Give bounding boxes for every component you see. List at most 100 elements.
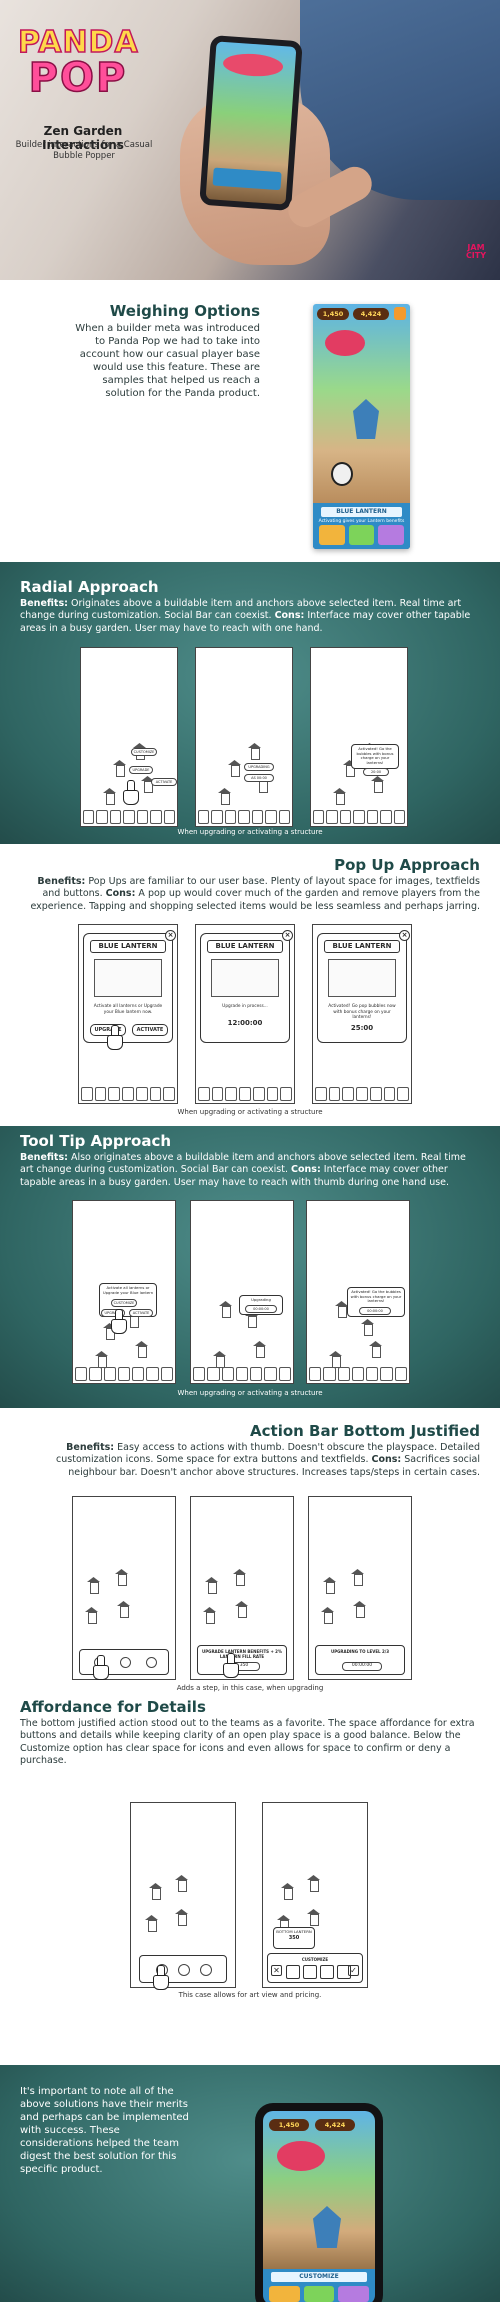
weighing-section: Weighing Options When a builder meta was…: [0, 280, 500, 562]
weighing-title: Weighing Options: [109, 302, 260, 320]
lantern-icon[interactable]: [371, 776, 384, 793]
wireframe-phone-3: Activated! Go the bubbles with bonus cha…: [310, 647, 408, 827]
action-bar: UPGRADE LANTERN BENEFITS + 2% LANTERN FI…: [197, 1645, 287, 1675]
wireframe-phone-3: Activated! Go the bubbles with bonus cha…: [306, 1200, 410, 1384]
customize-icon[interactable]: [146, 1657, 157, 1668]
lantern-icon[interactable]: [321, 1607, 334, 1624]
social-bar: [309, 1367, 407, 1381]
panda-pop-logo: PANDA POP: [17, 27, 138, 99]
upgrade-pill[interactable]: UPGRADE: [129, 766, 153, 774]
lantern-icon[interactable]: [307, 1909, 320, 1926]
upgrade-pill[interactable]: UPGRADE: [101, 1309, 125, 1317]
lantern-icon[interactable]: [115, 1569, 128, 1586]
panda-icon: [331, 462, 353, 486]
lantern-icon[interactable]: [103, 1323, 116, 1340]
lantern-icon[interactable]: [149, 1883, 162, 1900]
lantern-icon[interactable]: [235, 1601, 248, 1618]
lantern-icon[interactable]: [369, 1341, 382, 1358]
lantern-icon[interactable]: [95, 1351, 108, 1368]
lantern-icon[interactable]: [245, 1311, 258, 1328]
affordance-title: Affordance for Details: [20, 1698, 206, 1716]
lantern-icon[interactable]: [141, 776, 154, 793]
action-bar: UPGRADING TO LEVEL 2/3 00:00:00: [315, 1645, 405, 1675]
option-slot-4[interactable]: [337, 1965, 351, 1979]
popup-caption: When upgrading or activating a structure: [177, 1108, 323, 1116]
customize-pill[interactable]: CUSTOMIZE: [111, 1299, 137, 1307]
lantern-icon[interactable]: [228, 760, 241, 777]
lantern-icon[interactable]: [117, 1601, 130, 1618]
lantern-icon[interactable]: [175, 1875, 188, 1892]
wireframe-phone-3: UPGRADING TO LEVEL 2/3 00:00:00: [308, 1496, 412, 1680]
option-slot-3[interactable]: [338, 2286, 370, 2302]
wireframe-phone-2: BOTTOM LANTERN 350 CUSTOMIZE ✕ ✓: [262, 1802, 368, 1988]
blue-lantern-icon[interactable]: [313, 2206, 341, 2248]
lantern-icon[interactable]: [281, 1883, 294, 1900]
benefits-text: Originates above a buildable item and an…: [20, 598, 462, 622]
social-bar: [198, 810, 290, 824]
lantern-icon[interactable]: [87, 1577, 100, 1594]
timer-pill: 00:00:00: [359, 1307, 391, 1315]
lantern-icon[interactable]: [103, 788, 116, 805]
action-bar: BLUE LANTERN Activating gives your Lante…: [313, 503, 410, 549]
option-slot-3[interactable]: [320, 1965, 334, 1979]
lantern-icon[interactable]: [248, 743, 261, 760]
close-icon[interactable]: ×: [165, 930, 176, 941]
tooltip-text: Upgrading: [251, 1297, 271, 1302]
popup-text: Activate all lanterns or Upgrade your Bl…: [93, 1004, 163, 1015]
lantern-icon[interactable]: [361, 1319, 374, 1336]
activate-pill[interactable]: ACTIVATE: [129, 1309, 153, 1317]
lantern-icon[interactable]: [218, 788, 231, 805]
benefits-text: Easy access to actions with thumb. Doesn…: [56, 1442, 480, 1466]
option-slot-2[interactable]: [303, 2286, 335, 2302]
activate-pill[interactable]: ACTIVATE: [151, 778, 177, 786]
benefits-text: Also originates above a buildable item a…: [20, 1152, 466, 1176]
lantern-icon[interactable]: [85, 1607, 98, 1624]
lantern-icon[interactable]: [333, 788, 346, 805]
tooltip-title: Tool Tip Approach: [20, 1132, 172, 1150]
activate-button[interactable]: ACTIVATE: [132, 1024, 168, 1036]
lantern-icon[interactable]: [253, 1341, 266, 1358]
cons-text: Interface may cover other tapable areas …: [20, 1164, 450, 1188]
option-slot-2[interactable]: [303, 1965, 317, 1979]
activate-icon[interactable]: [178, 1964, 190, 1976]
close-icon[interactable]: ×: [282, 930, 293, 941]
bar-title: BLUE LANTERN: [321, 507, 402, 517]
menu-icon[interactable]: [394, 307, 406, 320]
customize-button[interactable]: [378, 525, 405, 545]
customize-bar: CUSTOMIZE: [263, 2269, 375, 2302]
lantern-icon[interactable]: [175, 1909, 188, 1926]
lantern-icon[interactable]: [353, 1601, 366, 1618]
hud-gems: 4,424: [315, 2119, 355, 2131]
lantern-icon[interactable]: [203, 1607, 216, 1624]
deny-icon[interactable]: ✕: [271, 1965, 282, 1976]
activate-button[interactable]: [348, 525, 375, 545]
lantern-icon[interactable]: [351, 1569, 364, 1586]
lantern-icon[interactable]: [135, 1341, 148, 1358]
lantern-icon[interactable]: [113, 760, 126, 777]
close-icon[interactable]: ×: [399, 930, 410, 941]
lantern-icon[interactable]: [233, 1569, 246, 1586]
confirm-icon[interactable]: ✓: [348, 1965, 359, 1976]
cons-text: Interface may cover other tapable areas …: [20, 610, 471, 634]
blimp-icon: [277, 2141, 325, 2171]
lantern-icon[interactable]: [219, 1301, 232, 1318]
popup-header: BLUE LANTERN: [324, 940, 400, 953]
hand-pointer-icon: [221, 1653, 239, 1678]
option-slot-1[interactable]: [269, 2286, 300, 2302]
lantern-icon[interactable]: [307, 1875, 320, 1892]
item-detail-card: BOTTOM LANTERN 350: [273, 1927, 315, 1949]
customize-pill[interactable]: CUSTOMIZE: [131, 748, 157, 756]
lantern-icon[interactable]: [145, 1915, 158, 1932]
hero-phone-screen: [205, 41, 297, 205]
customize-icon[interactable]: [200, 1964, 212, 1976]
upgrade-button[interactable]: [319, 525, 345, 545]
lantern-icon[interactable]: [205, 1577, 218, 1594]
blue-lantern-icon[interactable]: [353, 399, 379, 439]
lantern-icon[interactable]: [343, 760, 356, 777]
lantern-icon[interactable]: [335, 1301, 348, 1318]
lantern-icon[interactable]: [329, 1351, 342, 1368]
lantern-icon[interactable]: [213, 1351, 226, 1368]
activate-icon[interactable]: [120, 1657, 131, 1668]
option-slot-1[interactable]: [286, 1965, 300, 1979]
lantern-icon[interactable]: [323, 1577, 336, 1594]
